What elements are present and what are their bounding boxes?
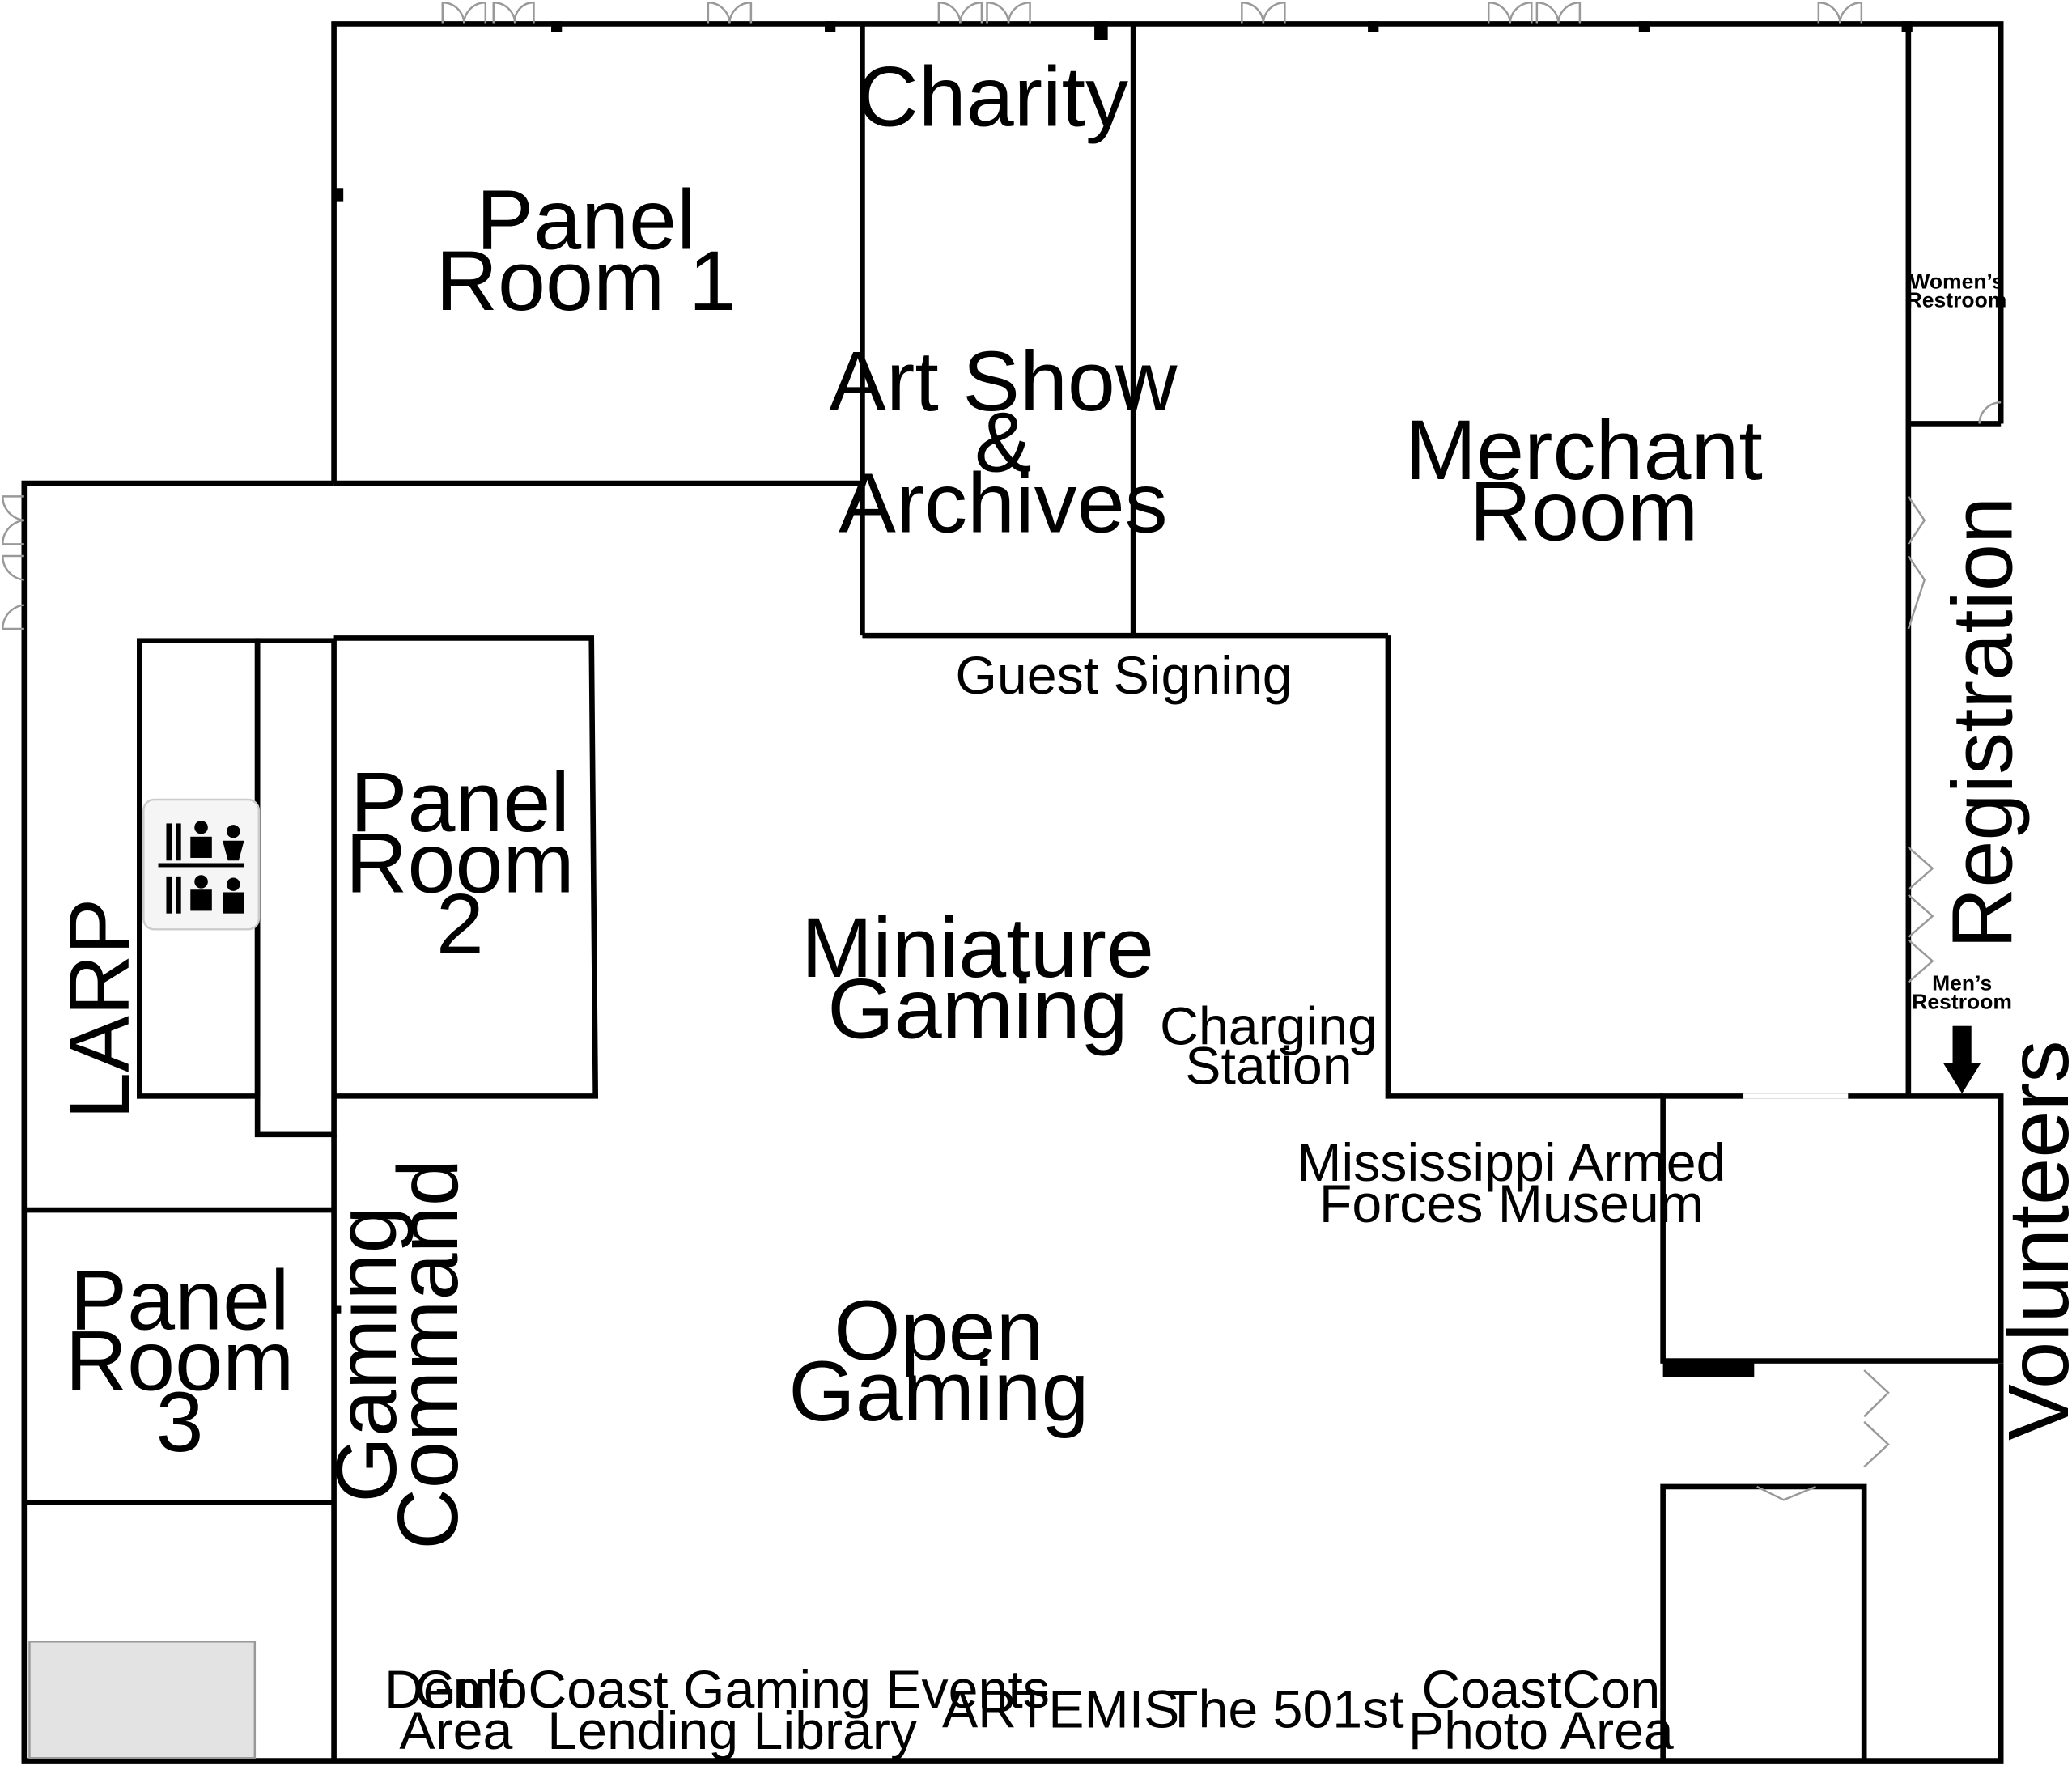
doors: [2, 2, 2002, 1501]
door-icon[interactable]: [1241, 2, 1286, 24]
registration-label: Registration: [1935, 497, 2031, 949]
door-icon[interactable]: [1907, 495, 1934, 983]
the-501st-label: The 501st: [1166, 1679, 1404, 1739]
door-icon[interactable]: [2, 495, 25, 630]
restroom-icon: [142, 798, 261, 931]
gaming-command-label: GamingCommand: [319, 1159, 476, 1550]
door-icon[interactable]: [707, 2, 753, 24]
door-icon[interactable]: [1817, 2, 1863, 24]
artemis-label: ARTEMIS: [942, 1679, 1179, 1739]
door-icon[interactable]: [937, 2, 1031, 24]
down-arrow-icon: [1942, 1025, 1981, 1094]
larp-label: LARP: [52, 898, 147, 1119]
door-icon[interactable]: [441, 2, 535, 24]
storage-block: [28, 1641, 257, 1759]
charity-label: Charity: [856, 50, 1128, 144]
wall-block: [1662, 1360, 1755, 1377]
guest-signing-label: Guest Signing: [955, 646, 1292, 706]
volunteers-label: Volunteers: [1991, 1040, 2072, 1441]
door-icon[interactable]: [1487, 2, 1582, 24]
door-icon[interactable]: [1756, 401, 2002, 1501]
art-show-label: Art Show&Archives: [829, 335, 1178, 551]
